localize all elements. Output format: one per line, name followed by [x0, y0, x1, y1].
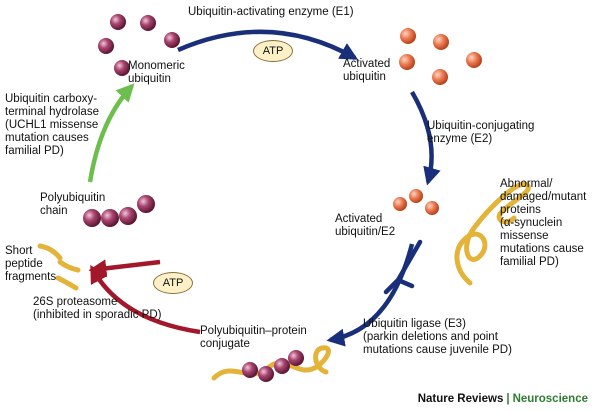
- label-conjugate: Polyubiquitin–protein conjugate: [200, 325, 307, 350]
- label-e2: Ubiquitin-conjugating enzyme (E2): [427, 120, 535, 145]
- abnormal-protein-ribbon: [454, 181, 531, 286]
- label-e1: Ubiquitin-activating enzyme (E1): [188, 6, 354, 18]
- journal-name: Nature Reviews: [417, 393, 504, 405]
- label-e3: Ubiquitin ligase (E3) (parkin deletions …: [363, 318, 512, 356]
- journal-section: Neuroscience: [512, 393, 588, 405]
- label-proteasome: 26S proteasome (inhibited in sporadic PD…: [33, 296, 162, 321]
- label-short-peptides: Short peptide fragments: [5, 245, 57, 283]
- atp-badge-top: ATP: [253, 40, 293, 62]
- label-activated-ubiquitin-e2: Activated ubiquitin/E2: [335, 213, 396, 238]
- label-activated-ubiquitin: Activated ubiquitin: [343, 58, 391, 83]
- journal-credit: Nature Reviews|Neuroscience: [418, 393, 588, 405]
- label-abnormal-proteins: Abnormal/ damaged/mutant proteins (α-syn…: [500, 178, 587, 268]
- arrow-to-peptides: [88, 259, 161, 278]
- conjugate-group: [211, 345, 331, 382]
- monomeric-ubiquitin-spheres: [98, 14, 180, 76]
- label-polyubiquitin-chain: Polyubiquitin chain: [40, 192, 106, 217]
- polyubiquitin-chain-spheres: [83, 195, 155, 227]
- label-monomeric-ubiquitin: Monomeric ubiquitin: [128, 60, 185, 85]
- label-uchl1: Ubiquitin carboxy- terminal hydrolase (U…: [5, 93, 99, 157]
- e3-ligase-shape: [383, 239, 423, 295]
- arrow-uchl1: [87, 83, 135, 183]
- activated-ubiquitin-e2-spheres: [393, 189, 439, 215]
- arrow-e2: [410, 90, 441, 186]
- arrow-proteasome: [90, 264, 201, 335]
- peptide-fragments: [37, 243, 81, 291]
- atp-badge-left: ATP: [153, 272, 193, 294]
- arrow-e1: [177, 29, 359, 60]
- journal-separator: |: [506, 393, 510, 405]
- activated-ubiquitin-spheres: [399, 28, 482, 85]
